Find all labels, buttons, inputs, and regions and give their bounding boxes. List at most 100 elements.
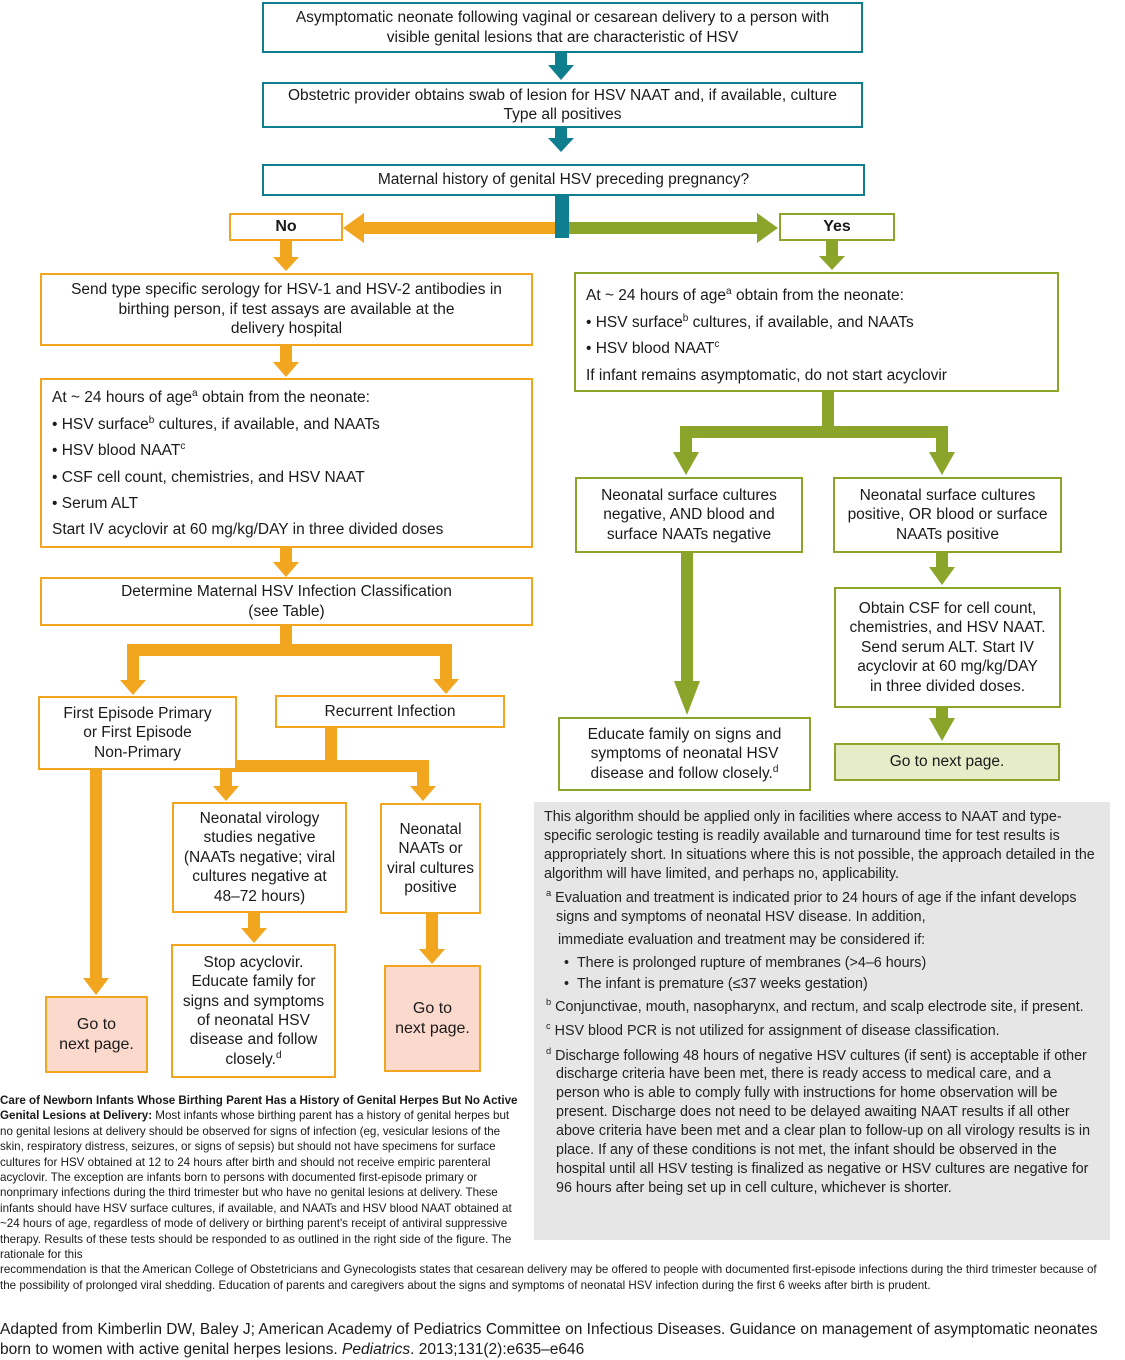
swab-box-line-1: Obstetric provider obtains swab of lesio…: [287, 86, 838, 104]
yes-obtain-asymptomatic: If infant remains asymptomatic, do not s…: [586, 366, 947, 384]
virology-neg-line-5: 48–72 hours): [213, 887, 306, 905]
serology-line-2: birthing person, if test assays are avai…: [118, 300, 455, 318]
surface-cultures-negative-box: Neonatal surface cultures negative, AND …: [575, 477, 803, 553]
first-episode-line-1: First Episode Primary: [63, 704, 212, 722]
footnote-b: b Conjunctivae, mouth, nasopharynx, and …: [546, 996, 1084, 1015]
surface-cultures-positive-box: Neonatal surface cultures positive, OR b…: [833, 477, 1062, 553]
stop-line-4: of neonatal HSV: [197, 1011, 310, 1029]
pos-line-1: Neonatal surface cultures: [859, 486, 1036, 504]
serology-line-3: delivery hospital: [230, 320, 343, 338]
no-obtain-item-3: • CSF cell count, chemistries, and HSV N…: [52, 468, 365, 486]
goto-right-label: Go to next page.: [889, 753, 1005, 771]
naats-pos-line-3: viral cultures: [387, 859, 474, 877]
footnote-d: d Discharge following 48 hours of negati…: [546, 1045, 1091, 1196]
naats-pos-line-1: Neonatal: [399, 820, 462, 838]
virology-neg-line-2: studies negative: [203, 829, 316, 847]
yes-obtain-title: At ~ 24 hours of agea obtain from the ne…: [586, 286, 904, 305]
determine-classification-box: Determine Maternal HSV Infection Classif…: [40, 577, 533, 626]
serology-box: Send type specific serology for HSV-1 an…: [40, 273, 533, 346]
stop-line-1: Stop acyclovir.: [203, 953, 304, 971]
recurrent-infection-label: Recurrent Infection: [324, 702, 456, 720]
educate-family-box: Educate family on signs and symptoms of …: [558, 717, 811, 791]
csf-line-4: acyclovir at 60 mg/kg/DAY: [857, 658, 1038, 676]
footnote-c: c HSV blood PCR is not utilized for assi…: [546, 1021, 1000, 1039]
obtain-csf-box: Obtain CSF for cell count, chemistries, …: [834, 587, 1061, 708]
neg-line-3: surface NAATs negative: [606, 525, 772, 543]
goto-left-line-1: Go to: [76, 1015, 117, 1033]
caption-wide: recommendation is that the American Coll…: [0, 1263, 1097, 1292]
goto-mid-line-2: next page.: [395, 1019, 470, 1037]
swab-box-line-2: Type all positives: [503, 106, 622, 123]
csf-line-2: chemistries, and HSV NAAT.: [849, 619, 1046, 637]
serology-line-1: Send type specific serology for HSV-1 an…: [71, 281, 502, 299]
naats-pos-line-4: positive: [404, 878, 457, 896]
no-branch-arrows: [83, 213, 555, 995]
first-episode-line-2: or First Episode: [83, 724, 192, 742]
goto-next-page-right[interactable]: Go to next page.: [834, 743, 1060, 781]
determine-line-1: Determine Maternal HSV Infection Classif…: [121, 583, 452, 601]
goto-left-line-2: next page.: [59, 1035, 134, 1053]
teal-arrows: [548, 53, 574, 238]
virology-neg-line-4: cultures negative at: [192, 868, 327, 886]
start-box-line-2: visible genital lesions that are charact…: [386, 28, 739, 46]
yes-label-box: Yes: [779, 213, 895, 241]
figure-caption: Care of Newborn Infants Whose Birthing P…: [0, 1093, 1110, 1293]
recurrent-infection-box: Recurrent Infection: [275, 695, 505, 728]
educate-line-2: symptoms of neonatal HSV: [590, 745, 779, 763]
footnote-a-bullet-2: • The infant is premature (≤37 weeks ges…: [564, 975, 868, 992]
csf-line-3: Send serum ALT. Start IV: [861, 638, 1034, 656]
maternal-history-question: Maternal history of genital HSV precedin…: [262, 164, 865, 196]
virology-negative-box: Neonatal virology studies negative (NAAT…: [172, 802, 347, 913]
naats-positive-box: Neonatal NAATs or viral cultures positiv…: [380, 803, 481, 914]
no-label: No: [275, 218, 297, 235]
csf-line-5: in three divided doses.: [869, 677, 1026, 695]
yes-obtain-item-1: • HSV surfaceb cultures, if available, a…: [586, 312, 914, 331]
neg-line-1: Neonatal surface cultures: [601, 486, 777, 504]
first-episode-line-3: Non-Primary: [94, 743, 181, 761]
yes-branch-obtain-box: At ~ 24 hours of agea obtain from the ne…: [574, 272, 1059, 392]
determine-line-2: (see Table): [248, 602, 325, 620]
educate-line-3: disease and follow closely.d: [590, 763, 779, 782]
no-obtain-item-4: • Serum ALT: [52, 494, 139, 512]
goto-next-page-middle[interactable]: Go to next page.: [384, 965, 481, 1072]
pos-line-2: positive, OR blood or surface: [847, 506, 1048, 524]
caption-heading: Care of Newborn Infants Whose Birthing P…: [0, 1094, 518, 1123]
maternal-history-text: Maternal history of genital HSV precedin…: [377, 171, 750, 189]
no-obtain-start: Start IV acyclovir at 60 mg/kg/DAY in th…: [52, 521, 444, 539]
no-label-box: No: [229, 213, 343, 241]
no-branch-obtain-box: At ~ 24 hours of agea obtain from the ne…: [40, 378, 533, 548]
no-obtain-item-2: • HSV blood NAATc: [52, 441, 186, 460]
no-obtain-item-1: • HSV surfaceb cultures, if available, a…: [52, 414, 380, 433]
swab-box: Obstetric provider obtains swab of lesio…: [262, 82, 863, 128]
pos-line-3: NAATs positive: [895, 525, 1000, 543]
neg-line-2: negative, AND blood and: [603, 506, 775, 524]
goto-mid-line-1: Go to: [412, 999, 453, 1017]
yes-obtain-item-2: • HSV blood NAATc: [586, 339, 720, 358]
csf-line-1: Obtain CSF for cell count,: [858, 600, 1037, 618]
footnote-a-cont: immediate evaluation and treatment may b…: [558, 931, 926, 948]
algorithm-notes-panel: This algorithm should be applied only in…: [534, 802, 1110, 1240]
footnote-a-bullet-1: • There is prolonged rupture of membrane…: [564, 954, 927, 971]
first-episode-box: First Episode Primary or First Episode N…: [38, 696, 237, 770]
notes-intro: This algorithm should be applied only in…: [544, 809, 1095, 882]
footnote-a: a Evaluation and treatment is indicated …: [546, 888, 1077, 926]
naats-pos-line-2: NAATs or: [398, 840, 463, 858]
journal-name: Pediatrics: [342, 1341, 411, 1359]
no-obtain-title: At ~ 24 hours of agea obtain from the ne…: [52, 388, 370, 407]
yes-label: Yes: [823, 218, 851, 235]
goto-next-page-left[interactable]: Go to next page.: [45, 996, 148, 1073]
start-box-line-1: Asymptomatic neonate following vaginal o…: [295, 9, 830, 27]
virology-neg-line-3: (NAATs negative; viral: [183, 848, 336, 866]
stop-line-2: Educate family for: [191, 973, 316, 991]
educate-line-1: Educate family on signs and: [587, 725, 782, 743]
caption-narrow: Care of Newborn Infants Whose Birthing P…: [0, 1094, 518, 1262]
stop-line-5: disease and follow: [189, 1031, 318, 1049]
start-box: Asymptomatic neonate following vaginal o…: [262, 2, 863, 53]
stop-acyclovir-box: Stop acyclovir. Educate family for signs…: [171, 944, 336, 1078]
stop-line-3: signs and symptoms: [182, 992, 325, 1010]
yes-branch-arrows: [569, 213, 955, 741]
stop-line-6: closely.d: [225, 1049, 282, 1068]
virology-neg-line-1: Neonatal virology: [199, 810, 320, 828]
source-citation: Adapted from Kimberlin DW, Baley J; Amer…: [0, 1321, 1098, 1359]
